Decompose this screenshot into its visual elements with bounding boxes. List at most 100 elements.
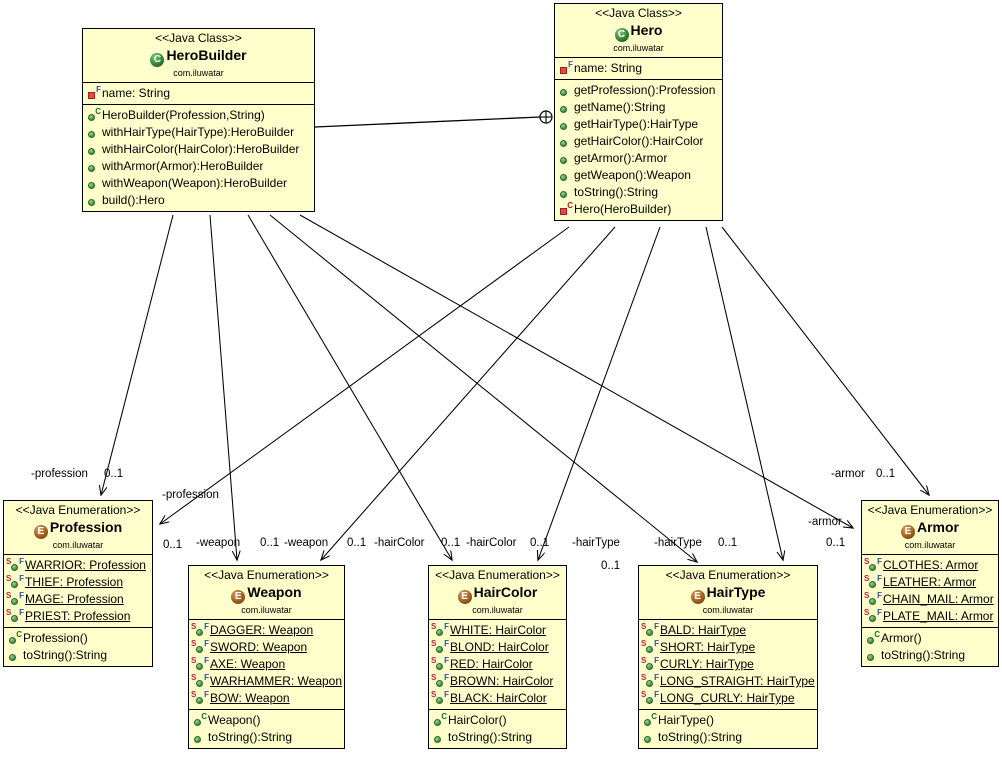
- member-row[interactable]: withArmor(Armor):HeroBuilder: [83, 158, 314, 175]
- member-row[interactable]: toString():String: [862, 647, 998, 664]
- edge-label-weapon-role-hero: -weapon: [284, 537, 329, 549]
- edge-label-armor-mult-hero: 0..1: [876, 468, 896, 480]
- edge-label-weapon-mult-hero: 0..1: [347, 537, 367, 549]
- member-label: WARRIOR: Profession: [25, 558, 146, 573]
- public-method-icon: [192, 731, 207, 745]
- member-label: toString():String: [23, 648, 108, 663]
- member-row[interactable]: build():Hero: [83, 192, 314, 209]
- member-row[interactable]: toString():String: [4, 647, 152, 664]
- member-label: CHAIN_MAIL: Armor: [883, 592, 994, 607]
- package-label: com.iluwatar: [472, 604, 523, 615]
- member-label: THIEF: Profession: [25, 575, 124, 590]
- member-row[interactable]: getHairType():HairType: [555, 116, 722, 133]
- member-row[interactable]: toString():String: [639, 729, 817, 746]
- public-method-icon: [558, 84, 573, 98]
- member-row[interactable]: toString():String: [555, 184, 722, 201]
- public-method-icon: [86, 143, 101, 157]
- member-row[interactable]: getProfession():Profession: [555, 82, 722, 99]
- private-field-icon: F: [86, 85, 101, 101]
- member-label: LONG_STRAIGHT: HairType: [660, 674, 815, 689]
- member-label: PRIEST: Profession: [25, 609, 131, 624]
- private-constructor-icon: C: [558, 201, 573, 217]
- edge-label-haircolor-role-builder: -hairColor: [374, 537, 425, 549]
- member-row[interactable]: withHairColor(HairColor):HeroBuilder: [83, 141, 314, 158]
- member-row[interactable]: toString():String: [429, 729, 566, 746]
- package-label: com.iluwatar: [173, 67, 224, 78]
- member-row[interactable]: getArmor():Armor: [555, 150, 722, 167]
- member-row[interactable]: getWeapon():Weapon: [555, 167, 722, 184]
- member-label: SHORT: HairType: [660, 640, 756, 655]
- member-row[interactable]: withWeapon(Weapon):HeroBuilder: [83, 175, 314, 192]
- public-constructor-icon: C: [642, 712, 657, 728]
- member-label: Profession(): [23, 631, 88, 646]
- member-label: LEATHER: Armor: [883, 575, 977, 590]
- member-row[interactable]: getName():String: [555, 99, 722, 116]
- member-row[interactable]: getHairColor():HairColor: [555, 133, 722, 150]
- stereotype-label: <<Java Enumeration>>: [435, 568, 560, 582]
- package-label: com.iluwatar: [241, 604, 292, 615]
- member-label: HairType(): [658, 713, 715, 728]
- member-row[interactable]: withHairType(HairType):HeroBuilder: [83, 124, 314, 141]
- member-row[interactable]: toString():String: [189, 729, 344, 746]
- edge-label-profession-mult-builder: 0..1: [104, 468, 124, 480]
- member-label: toString():String: [658, 730, 743, 745]
- member-label: BALD: HairType: [660, 623, 747, 638]
